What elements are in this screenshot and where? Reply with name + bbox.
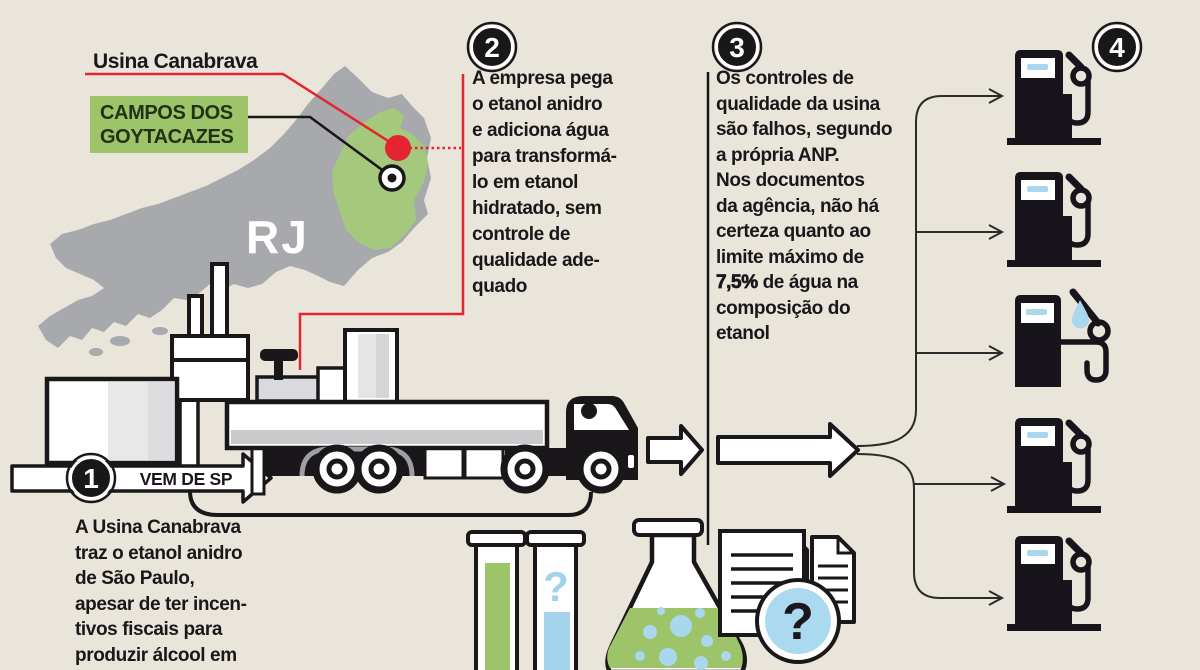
band-label: VEM DE SP [140, 469, 233, 489]
state-label: RJ [246, 211, 309, 263]
big-arrow-icon [716, 422, 860, 478]
documents-icon: ? [718, 529, 856, 664]
distribution-lines [856, 88, 1007, 606]
flow-arrows [646, 422, 860, 478]
water-drop-icon [1072, 300, 1089, 329]
step-3-highlight: 7,5% [716, 272, 759, 294]
factory-label: Usina Canabrava [93, 50, 258, 73]
fuel-pump-icon-1 [1007, 50, 1101, 145]
question-circle-icon: ? [755, 578, 841, 664]
step-1-text: A Usina Canabrava traz o etanol anidro d… [75, 517, 247, 666]
fuel-pump-icon-3-watered [1015, 288, 1111, 387]
factory-icon [44, 262, 399, 470]
fuel-pump-icon-2 [1007, 172, 1101, 267]
leader-lines [85, 72, 710, 545]
step-3-circle: 3 [711, 21, 763, 73]
step-3-text: Os controles de qualidade da usina são f… [716, 66, 906, 347]
flask-icon [605, 518, 747, 670]
city-label-box: CAMPOS DOS GOYTACAZES [90, 96, 248, 153]
tube-question-mark: ? [543, 563, 569, 610]
step-4-circle: 4 [1091, 21, 1143, 73]
step-2-text: A empresa pega o etanol anidro e adicion… [472, 68, 617, 297]
svg-text:4: 4 [1109, 32, 1125, 63]
small-arrow-icon [646, 424, 704, 476]
wheels [312, 444, 550, 494]
warehouse [44, 376, 180, 466]
city-label-line1: CAMPOS DOS [100, 102, 233, 124]
route-line [188, 490, 593, 517]
svg-text:1: 1 [83, 463, 99, 494]
tank-trailer [224, 399, 550, 451]
step-1-circle: 1 [65, 452, 117, 504]
docs-question-mark: ? [782, 593, 814, 651]
factory-map-dot [385, 135, 411, 161]
svg-text:2: 2 [484, 32, 500, 63]
step-3-text-after: de água na composição do etanol [716, 272, 858, 344]
tower [343, 328, 399, 404]
mirror-dot [581, 403, 597, 419]
step-circles: 1 2 3 4 [65, 21, 1143, 504]
test-tube-icon-green [466, 530, 527, 670]
tanker-truck-icon [224, 396, 638, 496]
valve-icon [260, 349, 298, 380]
step-2-circle: 2 [466, 21, 518, 73]
step-3-text-before: Os controles de qualidade da usina são f… [716, 68, 893, 268]
svg-text:3: 3 [729, 32, 745, 63]
arrowheads [988, 88, 1007, 606]
test-tube-icon-blue: ? [525, 530, 586, 670]
fuel-pump-icon-5 [1007, 536, 1101, 631]
fuel-pump-icon-4 [1007, 418, 1101, 513]
fender [299, 446, 415, 477]
city-label-line2: GOYTACAZES [100, 126, 234, 148]
